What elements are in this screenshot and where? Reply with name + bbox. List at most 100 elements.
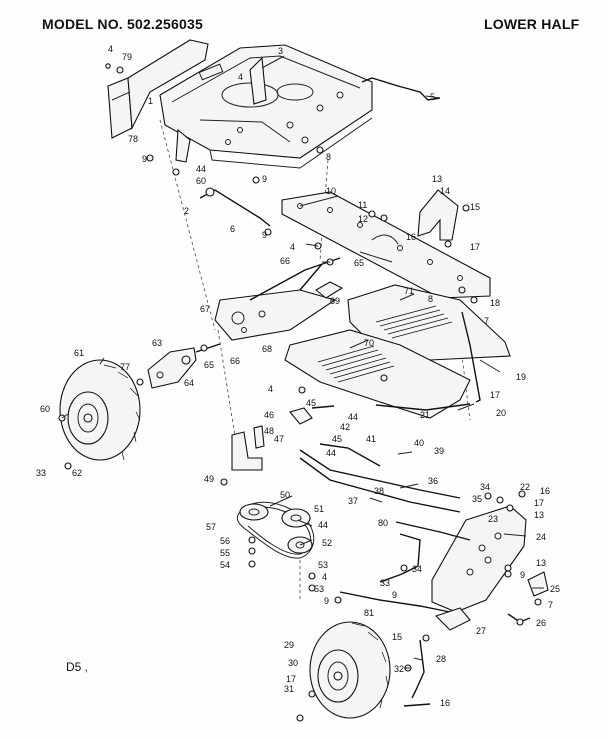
callout: 3 <box>278 46 283 56</box>
lever-25 <box>527 571 549 597</box>
callout: 32 <box>394 664 404 674</box>
callout: 80 <box>378 518 388 528</box>
page-code: D5 , <box>66 660 89 674</box>
callout: 30 <box>288 658 298 668</box>
callout: 69 <box>330 296 340 306</box>
callout: 65 <box>204 360 214 370</box>
callout: 17 <box>286 674 296 684</box>
rod-16 <box>403 703 431 707</box>
callout: 8 <box>326 152 331 162</box>
callout: 21 <box>420 410 430 420</box>
pulley-52 <box>239 503 269 521</box>
rod-20 <box>375 403 471 411</box>
rod-5 <box>361 77 441 101</box>
callout: 64 <box>184 378 194 388</box>
axle-bracket-24 <box>431 505 527 613</box>
bolt-stack-57-59 <box>248 536 256 568</box>
callout: 29 <box>284 640 294 650</box>
callout: 66 <box>280 256 290 266</box>
rear-wheel-29 <box>309 621 391 719</box>
callout: 41 <box>366 434 376 444</box>
frame-plate-1 <box>159 44 373 169</box>
callout: 9 <box>392 590 397 600</box>
callout: 9 <box>262 174 267 184</box>
callout: 7 <box>548 600 553 610</box>
callout: 13 <box>534 510 544 520</box>
rod-39 <box>299 457 461 513</box>
callout: 15 <box>392 632 402 642</box>
pedal-bracket-51 <box>231 425 265 471</box>
bracket-27 <box>434 607 471 631</box>
callout: 25 <box>550 584 560 594</box>
front-wheel-63 <box>59 359 141 461</box>
callout: 42 <box>340 422 350 432</box>
bracket-14 <box>417 189 459 241</box>
rod-38 <box>299 449 461 499</box>
callout: 49 <box>204 474 214 484</box>
model-number-title: MODEL NO. 502.256035 <box>42 16 203 32</box>
callout: 26 <box>536 618 546 628</box>
callout: 4 <box>322 572 327 582</box>
callout: 44 <box>326 448 336 458</box>
tie-bar-67 <box>195 343 221 353</box>
callout: 20 <box>496 408 506 418</box>
callout: 17 <box>534 498 544 508</box>
section-title: LOWER HALF <box>484 16 580 32</box>
callout: 45 <box>332 434 342 444</box>
callout: 9 <box>262 230 267 240</box>
callout: 13 <box>536 558 546 568</box>
callout: 8 <box>428 294 433 304</box>
callout: 35 <box>472 494 482 504</box>
callout: 44 <box>348 412 358 422</box>
callout: 27 <box>476 626 486 636</box>
callout: 12 <box>358 214 368 224</box>
bolt-81 <box>105 63 124 74</box>
lever-plate-70 <box>214 257 341 341</box>
callout: 46 <box>264 410 274 420</box>
plate-71 <box>315 281 344 299</box>
callout: 40 <box>414 438 424 448</box>
callout: 37 <box>348 496 358 506</box>
callout: 16 <box>440 698 450 708</box>
callout: 4 <box>238 72 243 82</box>
callout: 34 <box>412 564 422 574</box>
callout: 16 <box>540 486 550 496</box>
callout: 57 <box>206 522 216 532</box>
callout: 33 <box>380 578 390 588</box>
callout: 44 <box>318 520 328 530</box>
callout: 78 <box>128 134 138 144</box>
rod-19 <box>461 311 481 403</box>
callout: 28 <box>436 654 446 664</box>
callout: 5 <box>430 92 435 102</box>
callout: 2 <box>184 206 189 216</box>
callout-labels: 4 79 3 4 1 5 78 9 8 44 60 9 10 2 9 6 11 … <box>36 44 560 708</box>
callout: 18 <box>490 298 500 308</box>
callout: 77 <box>120 362 130 372</box>
callout: 19 <box>516 372 526 382</box>
leader-lines <box>61 55 544 669</box>
floor-pan-73 <box>284 329 471 419</box>
callout: 4 <box>108 44 113 54</box>
callout: 34 <box>480 482 490 492</box>
callout: 63 <box>152 338 162 348</box>
shaft-6 <box>199 187 271 227</box>
callout: 71 <box>404 286 414 296</box>
callout: 14 <box>440 186 450 196</box>
callout: 68 <box>262 344 272 354</box>
callout: 9 <box>520 570 525 580</box>
callout: 22 <box>520 482 530 492</box>
callout: 51 <box>314 504 324 514</box>
callout: 4 <box>268 384 273 394</box>
callout: 38 <box>374 486 384 496</box>
callout: 48 <box>264 426 274 436</box>
callout: 13 <box>432 174 442 184</box>
callout: 39 <box>434 446 444 456</box>
callout: 79 <box>122 52 132 62</box>
axle-28 <box>411 639 425 699</box>
axle-support-10 <box>281 191 491 299</box>
callout: 45 <box>306 398 316 408</box>
callout: 23 <box>488 514 498 524</box>
callout: 11 <box>358 200 367 210</box>
